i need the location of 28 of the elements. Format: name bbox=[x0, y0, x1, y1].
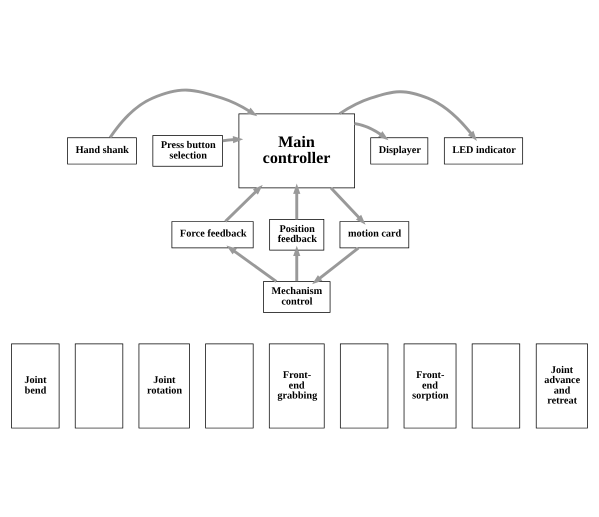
node-box: Hand shank bbox=[67, 136, 137, 164]
arrow bbox=[354, 122, 389, 140]
node-box: Joint bend bbox=[11, 343, 60, 428]
node-box bbox=[74, 343, 124, 428]
node-box: Mechanism control bbox=[263, 280, 330, 312]
node-box: Main controller bbox=[238, 113, 355, 188]
arrow bbox=[312, 246, 360, 284]
arrow bbox=[293, 245, 300, 281]
node-box: Front-end grabbing bbox=[268, 343, 325, 428]
node-box: LED indicator bbox=[444, 136, 524, 164]
arrow bbox=[330, 186, 366, 224]
arrow bbox=[293, 183, 300, 219]
node-box: Displayer bbox=[370, 136, 428, 164]
node-box: Joint advance and retreat bbox=[536, 343, 588, 428]
node-box: Force feedback bbox=[172, 220, 254, 248]
node-box: Press button selection bbox=[152, 134, 223, 166]
node-box bbox=[340, 343, 388, 428]
arrow bbox=[108, 88, 258, 138]
arrow bbox=[222, 136, 244, 143]
arrow bbox=[226, 244, 278, 282]
node-box: Position feedback bbox=[269, 218, 324, 250]
node-box: Front-end sorption bbox=[404, 343, 456, 428]
node-box bbox=[205, 343, 254, 428]
arrow bbox=[224, 184, 263, 222]
node-box: motion card bbox=[340, 220, 410, 248]
node-box bbox=[472, 343, 520, 428]
arrow bbox=[338, 90, 477, 141]
node-box: Joint rotation bbox=[138, 343, 190, 428]
